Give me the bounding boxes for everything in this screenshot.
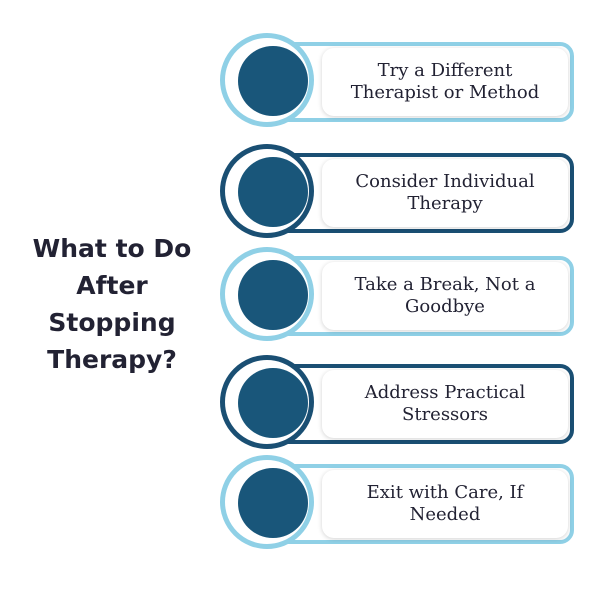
step-item-4: Address Practical Stressors [220, 355, 580, 454]
step-label-line: Address Practical [364, 382, 526, 403]
step-ring [220, 33, 314, 127]
step-label-line: Consider Individual [355, 171, 535, 192]
step-label-line: Therapy [407, 193, 483, 214]
step-label-line: Therapist or Method [350, 82, 540, 103]
step-circle-icon [238, 46, 308, 116]
step-label-line: Try a Different [377, 60, 513, 81]
step-ring [220, 247, 314, 341]
diagram-title: What to Do After Stopping Therapy? [12, 230, 212, 378]
title-line: Therapy? [47, 345, 177, 374]
step-label-line: Goodbye [405, 296, 485, 317]
step-item-1: Try a Different Therapist or Method [220, 33, 580, 132]
step-circle-icon [238, 368, 308, 438]
step-item-2: Consider Individual Therapy [220, 144, 580, 243]
step-label-line: Needed [409, 504, 481, 525]
step-item-5: Exit with Care, If Needed [220, 455, 580, 554]
step-card: Address Practical Stressors [322, 370, 568, 438]
step-circle-icon [238, 468, 308, 538]
title-line: What to Do [32, 234, 192, 263]
step-item-3: Take a Break, Not a Goodbye [220, 247, 580, 346]
step-ring [220, 355, 314, 449]
step-ring [220, 455, 314, 549]
title-line: After [76, 271, 148, 300]
step-circle-icon [238, 260, 308, 330]
step-card: Consider Individual Therapy [322, 159, 568, 227]
step-label-line: Take a Break, Not a [354, 274, 536, 295]
step-card: Exit with Care, If Needed [322, 470, 568, 538]
title-line: Stopping [48, 308, 176, 337]
step-circle-icon [238, 157, 308, 227]
step-card: Try a Different Therapist or Method [322, 48, 568, 116]
step-label-line: Exit with Care, If [366, 482, 524, 503]
step-card: Take a Break, Not a Goodbye [322, 262, 568, 330]
step-ring [220, 144, 314, 238]
step-label-line: Stressors [402, 404, 488, 425]
